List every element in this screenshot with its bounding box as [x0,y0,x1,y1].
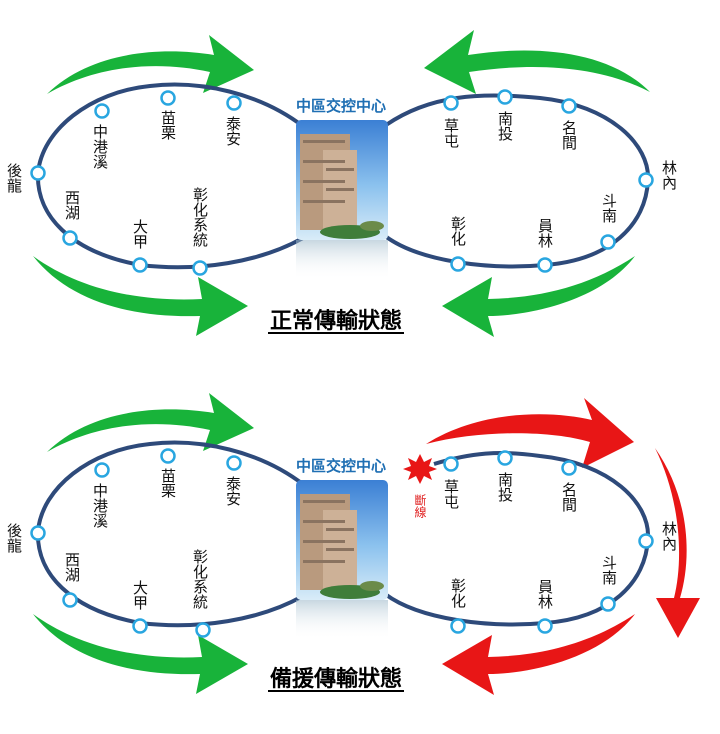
label-zh-sys: 彰化系統 [191,186,209,247]
node-ln [638,172,654,188]
node-xh [62,592,78,608]
label-zgx: 中港溪 [91,124,109,169]
label-dj: 大甲 [131,580,149,610]
label-ct: 草屯 [442,118,460,148]
label-hl: 後龍 [5,163,23,194]
node-nt [497,89,513,105]
arrow-bottom-left [33,614,248,694]
label-mj: 名間 [560,482,578,513]
node-ct [443,456,459,472]
panel-title-normal: 正常傳輸狀態 [270,308,402,334]
label-zgx: 中港溪 [91,483,109,528]
panel-normal: 中區交控中心 後龍 中港溪 苗栗 泰安 西湖 大甲 彰化系統 草屯 南投 名間 … [5,30,678,337]
node-mj [561,98,577,114]
arrow-top-right-red [426,398,634,468]
break-label: 斷線 [413,494,427,518]
node-ml [160,448,176,464]
node-hl [30,525,46,541]
node-zh [450,256,466,272]
label-xh: 西湖 [63,190,81,221]
arrow-top-right [424,30,650,94]
arrow-bottom-right [442,256,635,337]
node-hl [30,165,46,181]
node-dn [600,234,616,250]
label-ta: 泰安 [224,116,242,146]
label-ml: 苗栗 [159,110,177,140]
label-nt: 南投 [496,111,514,142]
label-hl: 後龍 [5,523,23,554]
node-zh [450,618,466,634]
panel-backup: 斷線 中區交控中心 後龍 中港溪 苗栗 泰安 西湖 大甲 彰化系統 草屯 南投 … [5,393,700,695]
label-ta: 泰安 [224,476,242,506]
node-dj [132,618,148,634]
node-xh [62,230,78,246]
node-yl [537,257,553,273]
label-xh: 西湖 [63,552,81,583]
center-label: 中區交控中心 [296,97,386,115]
label-zh: 彰化 [449,577,467,608]
label-ct: 草屯 [442,479,460,509]
station-nodes [30,89,654,276]
node-dn [600,596,616,612]
label-nt: 南投 [496,472,514,503]
node-dj [132,257,148,273]
arrow-bottom-right-red [442,614,635,695]
node-ta [226,95,242,111]
node-ct [443,95,459,111]
label-dn: 斗南 [600,193,618,223]
node-ta [226,455,242,471]
node-zh-sys [192,260,208,276]
building-photo [296,120,388,280]
arrow-top-left [47,393,254,452]
arrow-top-left [47,35,254,94]
node-ml [160,90,176,106]
label-yl: 員林 [536,218,554,248]
station-nodes [30,448,654,638]
node-zh-sys [195,622,211,638]
label-ln: 林內 [660,160,678,191]
node-ln [638,533,654,549]
building-photo [296,480,388,640]
label-ln: 林內 [660,521,678,552]
node-zgx [94,103,110,119]
panel-title-backup: 備援傳輸狀態 [270,666,402,692]
node-mj [561,460,577,476]
node-nt [497,450,513,466]
label-zh-sys: 彰化系統 [191,548,209,609]
label-zh: 彰化 [449,215,467,246]
arrow-right-down-red [655,448,700,638]
label-dj: 大甲 [131,219,149,249]
label-mj: 名間 [560,120,578,151]
label-yl: 員林 [536,579,554,609]
label-dn: 斗南 [600,555,618,585]
node-yl [537,618,553,634]
break-star-icon [403,454,437,484]
node-zgx [94,462,110,478]
center-label: 中區交控中心 [296,457,386,475]
arrow-bottom-left [33,256,248,336]
label-ml: 苗栗 [159,468,177,498]
